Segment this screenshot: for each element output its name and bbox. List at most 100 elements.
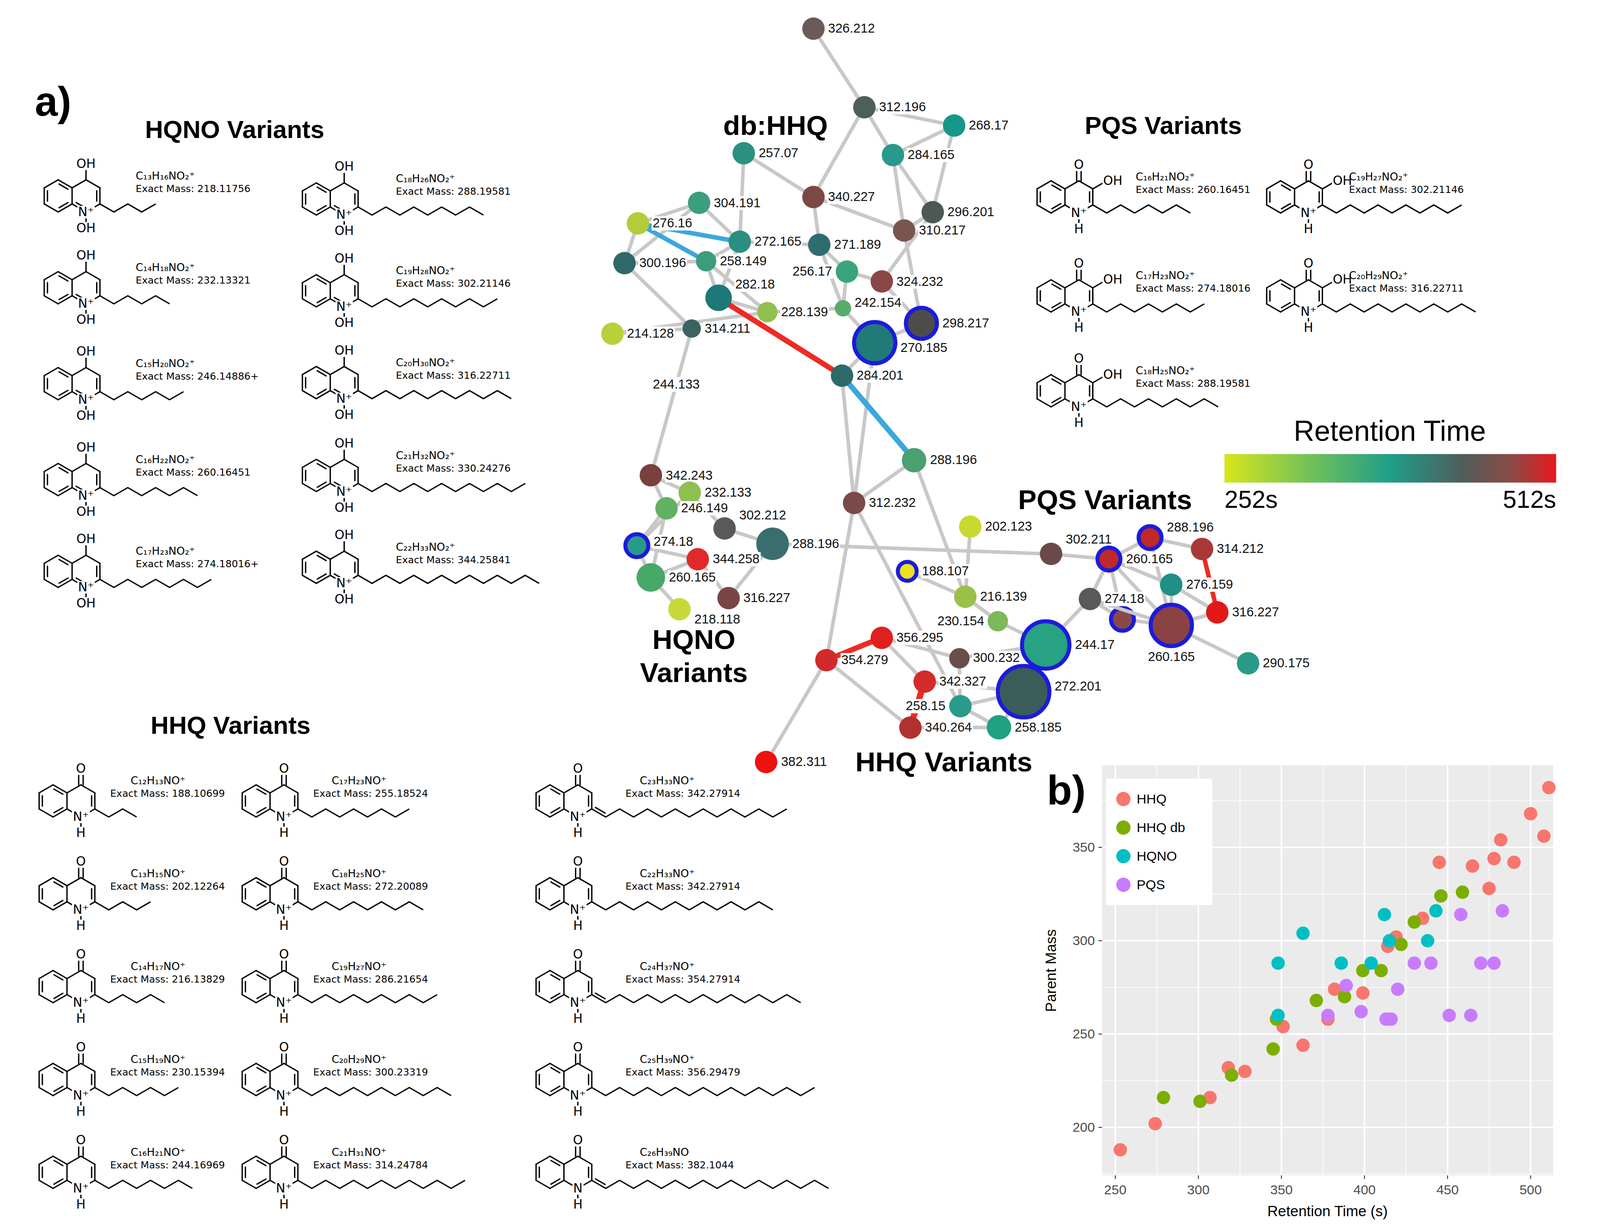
- exact-mass-label: Exact Mass: 382.1044: [625, 1159, 734, 1171]
- bond-line: [58, 578, 68, 584]
- bond-line: [242, 994, 256, 1003]
- bond-line: [301, 374, 303, 391]
- molecule-structure: [39, 768, 137, 834]
- alkyl-chain: [100, 295, 170, 304]
- node-shape: [682, 319, 701, 338]
- atom-label: H: [1073, 222, 1085, 236]
- formula-label: C₂₃H₃₃NO⁺: [639, 774, 695, 788]
- bond-line: [255, 901, 270, 910]
- bond-line: [54, 1179, 63, 1185]
- node-circle: [754, 750, 778, 774]
- formula-label: C₁₈H₂₅NO₂⁺: [1135, 364, 1195, 378]
- bond-line: [302, 206, 317, 215]
- node-shape: [959, 515, 982, 538]
- atom-label: OH: [333, 408, 355, 422]
- bond-line: [54, 1160, 63, 1166]
- mass-label: 326.212: [827, 21, 876, 36]
- bond-line: [549, 784, 564, 793]
- network-node: 300.196: [613, 251, 636, 275]
- node-shape: [949, 648, 970, 669]
- bond-line: [1037, 398, 1052, 407]
- molecule-structure: [1037, 263, 1205, 328]
- mass-label: 314.212: [1215, 541, 1265, 557]
- data-point: [1432, 855, 1446, 870]
- bond-line: [316, 206, 331, 215]
- bond-line: [241, 1071, 243, 1088]
- grid-line: [1280, 765, 1283, 1176]
- mass-label: 232.133: [703, 485, 753, 500]
- data-point: [1337, 990, 1352, 1004]
- mass-label: 340.264: [924, 720, 973, 735]
- bond-line: [316, 298, 331, 307]
- bond-line: [241, 885, 243, 902]
- atom-label: N⁺: [71, 1182, 90, 1195]
- node-circle: [997, 665, 1050, 718]
- atom-label: O: [75, 1041, 87, 1054]
- network-edge: [771, 670, 821, 753]
- atom-label: O: [278, 1134, 290, 1147]
- bond-line: [536, 1087, 550, 1096]
- mass-label: 272.201: [1053, 679, 1103, 694]
- bond-line: [590, 978, 593, 995]
- mass-label: 344.258: [712, 552, 761, 567]
- bond-line: [53, 808, 68, 817]
- bond-line: [357, 559, 359, 576]
- bond-line: [38, 885, 40, 902]
- exact-mass-label: Exact Mass: 300.23319: [313, 1066, 428, 1078]
- molecule-structure: [1266, 164, 1462, 230]
- network-node: 382.311: [754, 750, 778, 774]
- node-circle: [1190, 537, 1214, 561]
- atom-label: O: [278, 1041, 290, 1054]
- node-circle: [853, 96, 876, 119]
- bond-line: [80, 1156, 95, 1165]
- node-circle: [830, 364, 854, 387]
- formula-label: C₁₈H₂₅NO⁺: [331, 867, 387, 881]
- bond-line: [1089, 290, 1091, 302]
- alkyl-chain: [100, 204, 156, 213]
- molecule-structure: [536, 768, 787, 834]
- atom-label: N⁺: [275, 1182, 294, 1195]
- node-circle: [1160, 573, 1183, 596]
- bond-line: [538, 888, 541, 900]
- atom-label: O: [278, 948, 290, 961]
- bond-line: [39, 877, 54, 886]
- network-node: 242.154: [834, 300, 852, 317]
- bond-line: [46, 190, 49, 202]
- alkyl-chain: [1093, 303, 1205, 312]
- bond-line: [46, 378, 49, 389]
- molecule-structure: [536, 954, 801, 1019]
- atom-label: OH: [333, 224, 355, 238]
- network-edge: [971, 697, 997, 704]
- exact-mass-label: Exact Mass: 316.22711: [395, 369, 511, 382]
- bond-line: [1294, 279, 1309, 288]
- bond-line: [41, 888, 43, 900]
- bond-line: [242, 877, 256, 886]
- node-shape: [626, 212, 650, 235]
- alkyl-chain: [297, 901, 424, 910]
- bond-line: [41, 1167, 43, 1178]
- bond-line: [549, 1156, 564, 1165]
- mass-label: 354.279: [840, 653, 890, 668]
- network-node: 274.18: [1078, 587, 1102, 611]
- bond-line: [256, 1067, 266, 1073]
- bond-line: [550, 975, 560, 981]
- node-circle: [686, 548, 709, 571]
- bond-line: [357, 282, 359, 299]
- atom-label: O: [75, 855, 87, 868]
- data-point: [1309, 993, 1324, 1008]
- bond-line: [269, 1164, 271, 1181]
- atom-label: O: [75, 1134, 87, 1147]
- bond-line: [66, 885, 68, 902]
- exact-mass-label: Exact Mass: 230.15394: [110, 1066, 226, 1078]
- bond-line: [58, 487, 72, 496]
- bond-line: [242, 901, 256, 910]
- bond-line: [44, 295, 59, 304]
- bond-line: [86, 271, 101, 280]
- atom-label: N⁺: [569, 996, 587, 1010]
- node-circle: [892, 219, 916, 242]
- exact-mass-label: Exact Mass: 260.16451: [1135, 184, 1251, 196]
- bond-line: [563, 970, 578, 979]
- exact-mass-label: Exact Mass: 202.12264: [110, 881, 226, 893]
- bond-line: [270, 877, 285, 886]
- atom-label: N⁺: [275, 1089, 294, 1102]
